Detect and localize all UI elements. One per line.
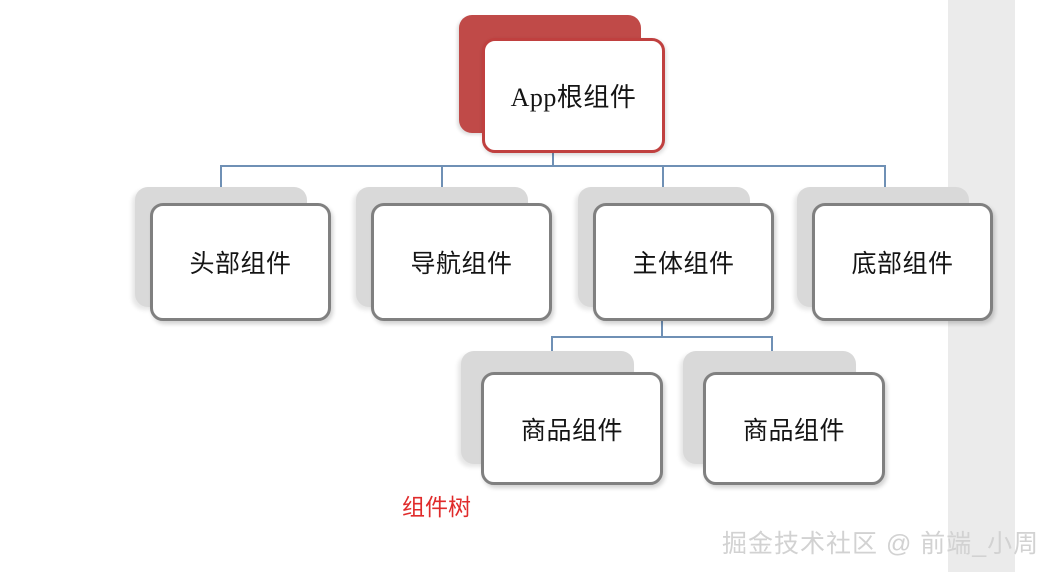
connector-level3-bus	[551, 336, 773, 338]
node-label: 导航组件	[410, 250, 513, 278]
node-main-component[interactable]: 主体组件	[578, 187, 777, 324]
node-label: 商品组件	[742, 416, 845, 445]
connector-drop-footer	[884, 165, 886, 188]
annotation-component-tree: 组件树	[402, 494, 471, 520]
node-label: 头部组件	[189, 250, 292, 278]
node-app-root[interactable]: App根组件	[459, 15, 668, 156]
node-card[interactable]: 底部组件	[812, 203, 993, 321]
node-nav-component[interactable]: 导航组件	[356, 187, 555, 324]
watermark-text: 掘金技术社区 @ 前端_小周	[722, 530, 1040, 558]
connector-main-stem	[661, 320, 663, 338]
connector-drop-main	[662, 165, 664, 188]
node-label: 主体组件	[632, 250, 735, 278]
node-label-latin: App	[510, 83, 557, 112]
node-card[interactable]: 主体组件	[593, 203, 774, 321]
node-product-component-1[interactable]: 商品组件	[461, 351, 666, 488]
connector-root-stem	[552, 153, 554, 167]
connector-drop-product-1	[551, 336, 553, 354]
node-label: 商品组件	[520, 416, 623, 445]
connector-drop-nav	[441, 165, 443, 188]
node-card[interactable]: 头部组件	[150, 203, 331, 321]
node-card[interactable]: 商品组件	[481, 372, 663, 485]
node-header-component[interactable]: 头部组件	[135, 187, 334, 324]
connector-drop-product-2	[771, 336, 773, 354]
node-card[interactable]: 商品组件	[703, 372, 885, 485]
node-label-app-root: App根组件	[511, 77, 637, 114]
connector-level2-bus	[220, 165, 886, 167]
node-card[interactable]: 导航组件	[371, 203, 552, 321]
node-footer-component[interactable]: 底部组件	[797, 187, 996, 324]
node-label-cjk: 根组件	[556, 82, 637, 112]
connector-drop-head	[220, 165, 222, 188]
node-product-component-2[interactable]: 商品组件	[683, 351, 888, 488]
node-label: 底部组件	[851, 250, 954, 278]
node-card[interactable]: App根组件	[482, 38, 665, 153]
